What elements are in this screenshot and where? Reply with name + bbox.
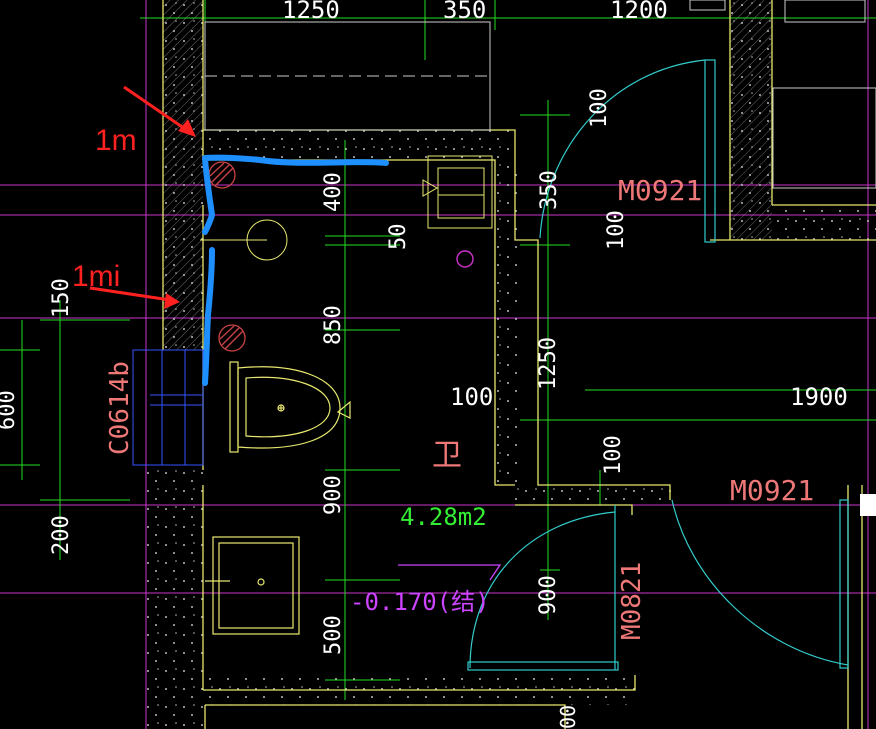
dim-350: 350 (537, 170, 562, 210)
dimension-texts: 1250 350 1200 400 50 850 900 500 150 200… (0, 0, 848, 729)
dim-00: 00 (556, 705, 580, 729)
blue-markup (202, 154, 389, 386)
arrow-1-icon (123, 85, 189, 133)
door-label-top: M0921 (618, 174, 702, 207)
dim-600: 600 (0, 390, 20, 430)
dim-100b: 100 (604, 210, 629, 250)
dim-top-right: 1200 (610, 0, 668, 24)
dim-top-left: 1250 (282, 0, 340, 24)
dim-100d: 100 (601, 435, 626, 475)
washbasin-fixture (205, 536, 300, 635)
dim-100c: 100 (450, 383, 493, 411)
toilet-fixture (229, 361, 351, 453)
dim-400: 400 (321, 172, 346, 212)
dim-50: 50 (386, 224, 411, 251)
window-frame (132, 349, 204, 466)
annotation-1mi: 1mi (72, 260, 120, 293)
annotation-arrows (89, 85, 196, 309)
door-window-labels: M0921 M0921 M0821 C0614b (105, 174, 814, 640)
dim-850: 850 (321, 305, 346, 345)
walls (145, 0, 876, 729)
arrow-2-icon (89, 286, 171, 302)
annotation-1m: 1m (95, 124, 137, 157)
door-right (671, 499, 849, 669)
window-label: C0614b (105, 361, 135, 455)
floor-drain (200, 219, 288, 261)
room-area: 4.28m2 (400, 503, 487, 531)
door-label-bottom: M0821 (617, 562, 647, 640)
dim-200: 200 (49, 515, 74, 555)
shower-fixture (422, 155, 493, 229)
floor-level: -0.170(结) (350, 588, 490, 616)
door-label-right: M0921 (730, 474, 814, 507)
dim-100a: 100 (587, 88, 612, 128)
dim-900: 900 (321, 475, 346, 515)
room-symbol: 卫 (432, 438, 462, 473)
pipe-shafts (208, 161, 246, 352)
white-marker (860, 494, 876, 516)
dim-900b: 900 (536, 575, 561, 615)
door-bottom (467, 505, 619, 671)
top-cabinets (204, 0, 876, 189)
drain-marker (456, 250, 474, 268)
dim-500: 500 (321, 615, 346, 655)
dim-1900: 1900 (790, 383, 848, 411)
dim-top-mid: 350 (443, 0, 486, 24)
dim-1250: 1250 (536, 337, 561, 390)
level-marker (398, 564, 502, 581)
dim-150: 150 (49, 278, 74, 318)
door-top (539, 59, 716, 243)
